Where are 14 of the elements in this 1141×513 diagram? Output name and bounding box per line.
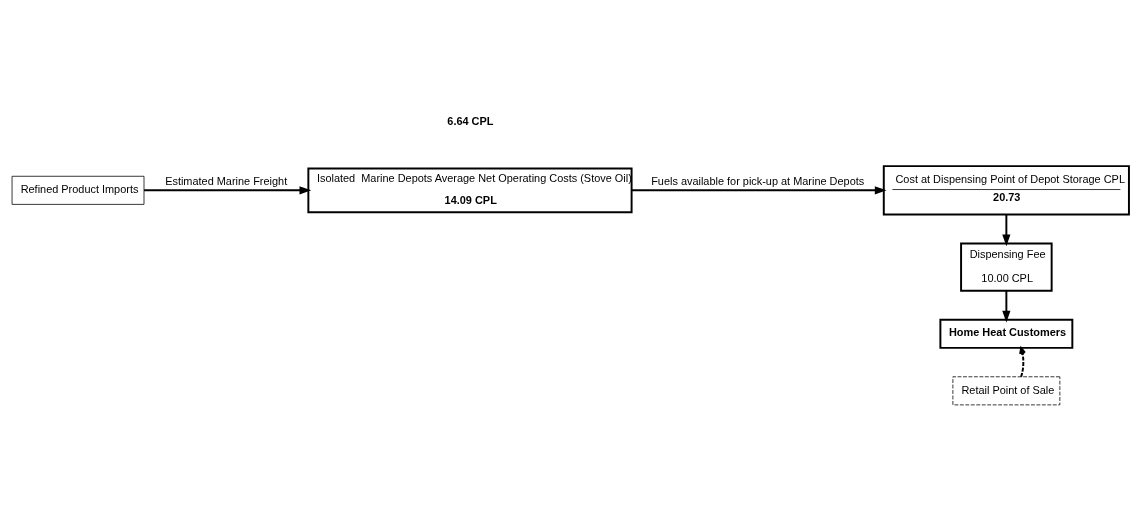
arrow: [630, 185, 887, 194]
node-box: Retail Point of Sale: [952, 375, 1061, 405]
edge-label: Estimated Marine Freight: [165, 174, 288, 187]
arrow: [1019, 346, 1026, 378]
node-box: Refined Product Imports: [11, 175, 145, 205]
node-box: Dispensing Fee 10.00 CPL: [960, 242, 1053, 292]
node-box: Cost at Dispensing Point of Depot Storage CPL 20.73: [882, 164, 1130, 215]
arrow: [1002, 213, 1011, 246]
arrow: [143, 185, 312, 194]
arrow: [1002, 289, 1011, 322]
edge-label: Fuels available for pick-up at Marine Depots: [651, 174, 865, 187]
node-box: Isolated Marine Depots Average Net Operating Costs (Stove Oil) 14.09 CPL: [307, 167, 633, 213]
node-box: Home Heat Customers: [939, 318, 1074, 349]
label: 6.64 CPL: [447, 114, 494, 127]
